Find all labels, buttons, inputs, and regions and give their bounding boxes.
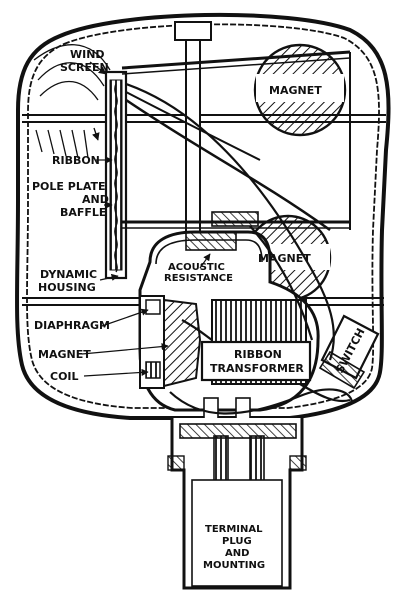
pole-plate-baffle [104, 70, 128, 280]
label-plug: PLUG [222, 536, 252, 547]
label-transformer: TRANSFORMER [210, 362, 304, 375]
label-housing: HOUSING [38, 281, 96, 294]
label-wind-screen: WIND [70, 48, 105, 61]
terminal-mount [167, 418, 307, 590]
leader-lines [81, 156, 211, 377]
label-magnet-middle: MAGNET [258, 252, 311, 265]
label-magnet-upper: MAGNET [269, 84, 322, 97]
label-baffle: BAFFLE [60, 206, 106, 219]
label-diaphragm: DIAPHRAGM [34, 319, 110, 332]
label-and: AND [225, 548, 249, 559]
support-frame [121, 21, 351, 241]
wind-screen [33, 44, 111, 159]
label-acoustic: ACOUSTIC [168, 262, 225, 273]
label-mounting: MOUNTING [203, 560, 265, 571]
label-transformer-ribbon: RIBBON [234, 348, 282, 361]
label-magnet-left: MAGNET [38, 348, 91, 361]
label-resistance: RESISTANCE [164, 273, 233, 284]
label-ribbon: RIBBON [52, 154, 100, 167]
wiring [125, 82, 354, 415]
switch-block [318, 314, 380, 390]
label-terminal: TERMINAL [205, 524, 263, 535]
label-coil: COIL [50, 370, 79, 383]
label-dynamic: DYNAMIC [40, 268, 97, 281]
label-pole-plate: POLE PLATE [32, 180, 106, 193]
label-wind-screen-2: SCREEN [60, 61, 109, 74]
transformer-label-bg [208, 346, 304, 376]
upper-magnet [253, 43, 347, 137]
label-pole-plate-and: AND [82, 193, 109, 206]
